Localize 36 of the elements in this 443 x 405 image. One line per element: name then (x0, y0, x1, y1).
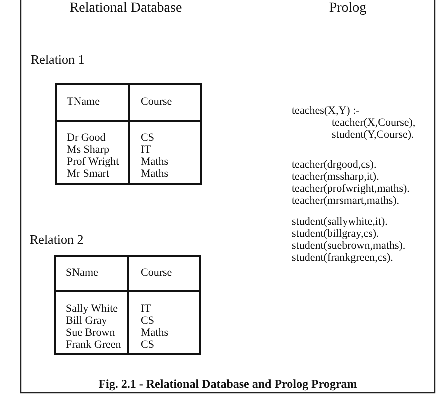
code-line: student(suebrown,maths). (292, 240, 406, 252)
code-line: student(sallywhite,it). (292, 216, 388, 228)
column-header: Course (141, 96, 172, 108)
code-line: teaches(X,Y) :- (292, 106, 360, 116)
column-header: Course (141, 268, 172, 278)
table-entry: Maths (141, 328, 168, 338)
code-line: student(Y,Course). (332, 130, 414, 140)
table-entry: CS (141, 132, 154, 144)
section-heading: Relational Database (70, 2, 182, 16)
table-entry: IT (141, 144, 152, 156)
code-line: teacher(profwright,maths). (292, 184, 410, 194)
column-header: TName (67, 96, 100, 108)
figure-caption: Fig. 2.1 - Relational Database and Prolog Program (98, 378, 358, 390)
table-entry: Sally White (66, 304, 118, 314)
table-entry: Dr Good (67, 132, 106, 144)
column-header: SName (66, 268, 98, 278)
relation-title: Relation 2 (30, 232, 84, 246)
code-line: teacher(mrsmart,maths). (292, 196, 400, 206)
table-entry: Sue Brown (66, 328, 116, 338)
table-entry: Maths (141, 156, 168, 168)
table-entry: Bill Gray (66, 316, 108, 326)
code-line: student(billgray,cs). (292, 228, 380, 240)
code-line: student(frankgreen,cs). (292, 252, 394, 264)
table-entry: CS (141, 340, 154, 350)
table-entry: Mr Smart (67, 168, 110, 180)
code-line: teacher(X,Course), (332, 118, 416, 128)
table-entry: Frank Green (66, 340, 122, 350)
code-line: teacher(mssharp,it). (292, 172, 380, 182)
table-entry: IT (141, 304, 152, 314)
code-line: teacher(drgood,cs). (292, 160, 377, 170)
table-entry: CS (141, 316, 154, 326)
table-entry: Prof Wright (67, 156, 120, 168)
table-entry: Maths (141, 168, 168, 180)
relation-title: Relation 1 (31, 52, 85, 66)
table-entry: Ms Sharp (67, 144, 110, 156)
section-heading: Prolog (329, 2, 367, 16)
